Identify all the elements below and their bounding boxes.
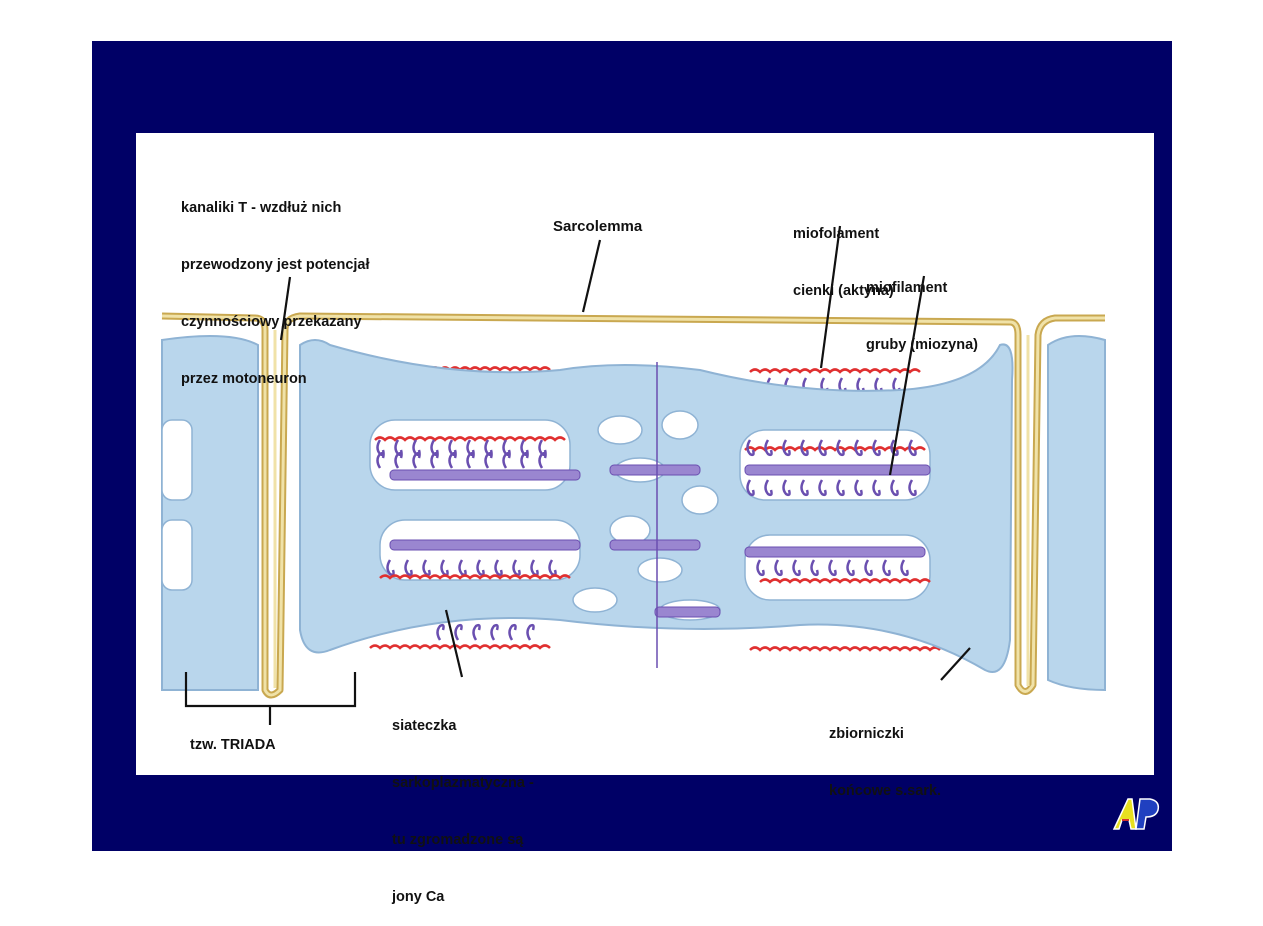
myosin-filament	[654, 606, 721, 618]
terminal-cisternae-label: zbiorniczki końcowe s.sark.	[829, 687, 941, 820]
thin-filament-label: miofolament cienki (aktyna)	[793, 187, 894, 320]
myosin-head	[530, 559, 539, 577]
label-line: miofolament	[793, 226, 880, 242]
myosin-filament	[609, 464, 701, 476]
myosin-head	[412, 451, 421, 469]
myosin-head	[782, 439, 791, 457]
myosin-filament	[609, 539, 701, 551]
myosin-head	[764, 439, 773, 457]
myofilaments-inner	[374, 436, 931, 618]
label-line: zbiorniczki	[829, 726, 904, 742]
myosin-head	[436, 623, 445, 641]
label-line: czynnościowy przekazany	[181, 314, 362, 330]
myosin-head	[538, 451, 547, 469]
myosin-head	[872, 439, 881, 457]
myosin-head	[882, 559, 891, 577]
myosin-head	[454, 623, 463, 641]
myosin-head	[394, 451, 403, 469]
myosin-head	[836, 479, 845, 497]
label-line: przez motoneuron	[181, 371, 307, 387]
myosin-head	[476, 559, 485, 577]
label-line: tu zgromadzone są	[392, 832, 524, 848]
label-line: jony Ca	[392, 889, 445, 905]
t-tubule-lumen	[161, 314, 1105, 697]
myosin-head	[490, 623, 499, 641]
myosin-filament	[389, 469, 581, 481]
myosin-head	[746, 479, 755, 497]
sarcoplasmic-reticulum-label: siateczka sarkoplazmatyczna - tu zgromad…	[392, 679, 534, 926]
muscle-fiber-diagram	[161, 225, 1106, 725]
myosin-head	[836, 439, 845, 457]
myosin-head	[520, 451, 529, 469]
actin-filament	[749, 368, 921, 374]
myosin-head	[466, 451, 475, 469]
label-line: cienki (aktyna)	[793, 283, 894, 299]
leader-lines	[184, 225, 971, 725]
myosin-head	[872, 479, 881, 497]
triad-label: tzw. TRIADA	[190, 737, 276, 753]
terminal-cisterna-right	[1047, 335, 1106, 692]
label-line: sarkoplazmatyczna -	[392, 775, 534, 791]
myosin-head	[756, 559, 765, 577]
myosin-head	[854, 439, 863, 457]
myosin-head	[890, 479, 899, 497]
myosin-head	[908, 439, 917, 457]
myosin-head	[818, 439, 827, 457]
actin-filament	[759, 578, 931, 584]
myosin-head	[908, 479, 917, 497]
label-line: siateczka	[392, 718, 457, 734]
myosin-head	[900, 559, 909, 577]
myosin-head	[404, 559, 413, 577]
myosin-head	[746, 439, 755, 457]
myosin-head	[430, 451, 439, 469]
myosin-head	[818, 479, 827, 497]
myosin-head	[386, 559, 395, 577]
myosin-head	[764, 479, 773, 497]
myosin-head	[800, 479, 809, 497]
myosin-head	[502, 451, 511, 469]
myosin-head	[854, 479, 863, 497]
myosin-head	[800, 439, 809, 457]
label-line: końcowe s.sark.	[829, 783, 942, 799]
myosin-head	[494, 559, 503, 577]
myosin-head	[846, 559, 855, 577]
myosin-head	[810, 559, 819, 577]
label-line: gruby (miozyna)	[866, 337, 978, 353]
myosin-head	[774, 559, 783, 577]
myosin-head	[440, 559, 449, 577]
myosin-head	[782, 479, 791, 497]
myosin-head	[828, 559, 837, 577]
actin-filament	[749, 646, 941, 652]
actin-filament	[379, 574, 571, 580]
myosin-head	[472, 623, 481, 641]
myosin-head	[526, 623, 535, 641]
label-line: miofilament	[866, 280, 948, 296]
t-tubules-label: kanaliki T - wzdłuż nich przewodzony jes…	[181, 161, 370, 408]
myosin-head	[448, 451, 457, 469]
myosin-head	[458, 559, 467, 577]
myosin-head	[376, 451, 385, 469]
thick-filament-label: miofilament gruby (miozyna)	[866, 241, 978, 374]
myosin-head	[512, 559, 521, 577]
myosin-head	[864, 559, 873, 577]
actin-filament	[369, 644, 551, 650]
myosin-head	[792, 559, 801, 577]
myosin-filament	[744, 464, 931, 476]
myosin-filament	[744, 546, 926, 558]
label-line: kanaliki T - wzdłuż nich	[181, 200, 342, 216]
myosin-head	[508, 623, 517, 641]
label-line: przewodzony jest potencjał	[181, 257, 370, 273]
myosin-head	[548, 559, 557, 577]
sarcolemma-label: Sarcolemma	[553, 218, 643, 235]
myosin-head	[484, 451, 493, 469]
myosin-filament	[389, 539, 581, 551]
actin-filament	[374, 436, 566, 442]
myosin-head	[422, 559, 431, 577]
ap-logo	[1112, 798, 1160, 830]
